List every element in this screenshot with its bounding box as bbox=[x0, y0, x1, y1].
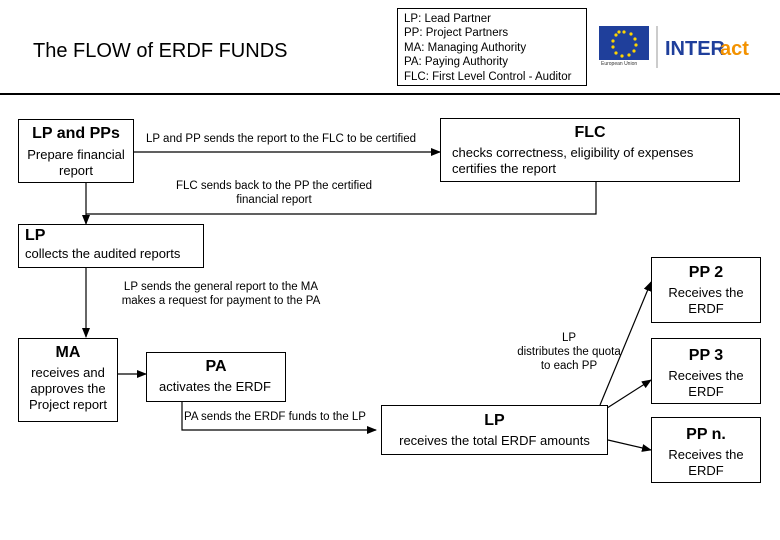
node-ppn-desc2: ERDF bbox=[688, 463, 724, 478]
node-pp3: PP 3 Receives the ERDF bbox=[651, 338, 761, 404]
page-title: The FLOW of ERDF FUNDS bbox=[33, 40, 288, 62]
logo-brand-inter: INTER bbox=[665, 38, 726, 60]
interact-logo: INTER act European Union bbox=[597, 24, 752, 72]
arrow-to-pp3 bbox=[603, 379, 652, 411]
edge-label-distribute-line3: to each PP bbox=[540, 360, 598, 372]
node-lp-collect-desc: collects the audited reports bbox=[25, 246, 181, 261]
node-pp3-title: PP 3 bbox=[688, 347, 724, 364]
node-pp2-desc1: Receives the bbox=[668, 285, 744, 300]
edge-label-flc-back-line1: FLC sends back to the PP the certified bbox=[175, 180, 373, 192]
node-flc: FLC checks correctness, eligibility of e… bbox=[440, 118, 740, 182]
eu-flag-icon: INTER act bbox=[599, 26, 749, 68]
edge-label-distribute-line2: distributes the quota bbox=[517, 346, 621, 358]
node-flc-title: FLC bbox=[574, 124, 606, 141]
node-lp-pps-desc1: Prepare financial bbox=[27, 147, 125, 162]
node-ppn-desc1: Receives the bbox=[668, 447, 744, 462]
edge-label-flc-back-line2: financial report bbox=[236, 194, 312, 206]
edge-label-to-ma-line1: LP sends the general report to the MA bbox=[123, 281, 319, 293]
line-flc-back bbox=[86, 182, 597, 215]
node-lp-collect: LP collects the audited reports bbox=[18, 224, 204, 268]
legend-box: LP: Lead Partner PP: Project Partners MA… bbox=[397, 8, 587, 86]
node-pp3-desc1: Receives the bbox=[668, 368, 744, 383]
node-pp3-desc2: ERDF bbox=[688, 384, 724, 399]
logo-brand-act: act bbox=[720, 38, 749, 60]
node-ma-title: MA bbox=[55, 344, 81, 361]
legend-item-lp: LP: Lead Partner bbox=[404, 13, 491, 25]
node-lp-receive: LP receives the total ERDF amounts bbox=[381, 405, 608, 455]
node-pp2: PP 2 Receives the ERDF bbox=[651, 257, 761, 323]
node-ppn-title: PP n. bbox=[686, 426, 726, 443]
legend-item-pa: PA: Paying Authority bbox=[404, 56, 508, 69]
legend-item-ma: MA: Managing Authority bbox=[404, 41, 527, 54]
legend-item-pp: PP: Project Partners bbox=[404, 27, 509, 40]
edge-label-to-lp: PA sends the ERDF funds to the LP bbox=[184, 411, 366, 423]
edge-label-to-ma: LP sends the general report to the MA ma… bbox=[112, 280, 330, 308]
edge-label-distribute: LP distributes the quota to each PP bbox=[510, 331, 628, 373]
node-lp-pps: LP and PPs Prepare financial report bbox=[18, 119, 134, 183]
arrow-to-pp2 bbox=[599, 281, 652, 406]
node-lp-pps-desc2: report bbox=[59, 163, 93, 178]
node-pa-desc: activates the ERDF bbox=[159, 379, 271, 394]
node-ma-desc3: Project report bbox=[28, 397, 108, 412]
arrow-to-ppn bbox=[607, 439, 652, 452]
header-divider bbox=[0, 93, 780, 95]
node-ma-desc1: receives and bbox=[31, 365, 105, 380]
legend-item-flc: FLC: First Level Control - Auditor bbox=[404, 70, 572, 83]
arrow-pa-to-lp bbox=[181, 402, 377, 434]
eu-caption: European Union bbox=[601, 61, 638, 67]
node-flc-desc1: checks correctness, eligibility of expen… bbox=[452, 145, 694, 160]
node-pp2-title: PP 2 bbox=[688, 264, 724, 281]
node-lp-collect-title: LP bbox=[25, 227, 46, 244]
edge-label-to-flc: LP and PP sends the report to the FLC to… bbox=[146, 133, 416, 145]
edge-label-to-ma-line2: makes a request for payment to the PA bbox=[121, 295, 321, 307]
node-ppn: PP n. Receives the ERDF bbox=[651, 417, 761, 483]
node-lp-receive-desc: receives the total ERDF amounts bbox=[399, 433, 590, 448]
node-pp2-desc2: ERDF bbox=[688, 301, 724, 316]
node-flc-desc2: certifies the report bbox=[452, 161, 557, 176]
edge-label-flc-back: FLC sends back to the PP the certified f… bbox=[174, 179, 374, 207]
node-ma-desc2: approves the bbox=[30, 381, 106, 396]
node-lp-pps-title: LP and PPs bbox=[32, 125, 120, 142]
node-pa-title: PA bbox=[205, 358, 227, 375]
node-pa: PA activates the ERDF bbox=[146, 352, 286, 402]
edge-label-distribute-line1: LP bbox=[561, 332, 577, 344]
node-ma: MA receives and approves the Project rep… bbox=[18, 338, 118, 422]
node-lp-receive-title: LP bbox=[484, 412, 505, 429]
